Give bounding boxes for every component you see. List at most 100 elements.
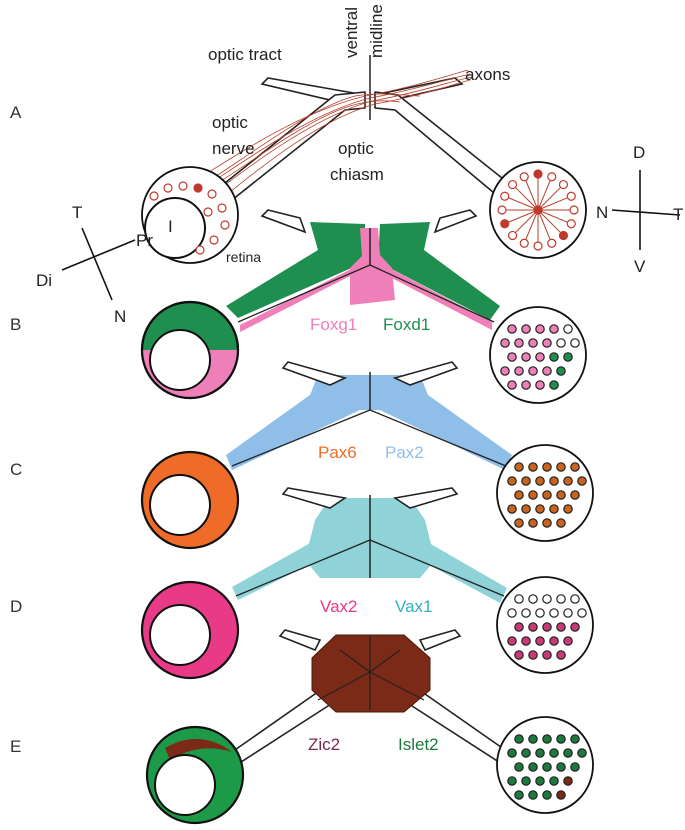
retina-dot xyxy=(548,173,556,181)
optic-tract-left-d xyxy=(283,488,345,508)
retina-dot xyxy=(536,381,544,389)
retina-dot xyxy=(501,367,509,375)
retina-dot xyxy=(543,623,551,631)
retina-dot xyxy=(501,220,509,228)
retina-dot xyxy=(543,339,551,347)
optic-tract-right-c xyxy=(395,362,457,385)
retina-dot xyxy=(543,595,551,603)
retina-dot xyxy=(564,477,572,485)
retina-dot xyxy=(557,763,565,771)
axis-pr: Pr xyxy=(136,231,153,250)
retina-dot xyxy=(557,519,565,527)
retina-dot xyxy=(557,623,565,631)
retina-dot xyxy=(508,353,516,361)
retina-dot xyxy=(543,519,551,527)
retina-dot xyxy=(529,595,537,603)
axis-i: I xyxy=(168,217,173,236)
gene-pax6: Pax6 xyxy=(318,443,357,462)
retina-dot xyxy=(557,491,565,499)
retina-dot xyxy=(557,735,565,743)
retina-dot xyxy=(550,325,558,333)
gene-pax2: Pax2 xyxy=(385,443,424,462)
lens-left-c xyxy=(150,475,210,535)
retina-dot xyxy=(550,505,558,513)
gene-vax2: Vax2 xyxy=(320,597,358,616)
retina-dot xyxy=(522,609,530,617)
retina-dot xyxy=(536,609,544,617)
retina-dot xyxy=(509,231,517,239)
retina-dot xyxy=(550,777,558,785)
zic2-region xyxy=(312,635,430,712)
retina-dot xyxy=(564,609,572,617)
gene-zic2: Zic2 xyxy=(308,735,340,754)
panel-e: E Zic2 Islet2 xyxy=(10,630,593,823)
label-ventral: ventral xyxy=(342,7,361,58)
retina-dot xyxy=(557,651,565,659)
retina-dot xyxy=(557,367,565,375)
retina-dot xyxy=(529,791,537,799)
retina-dot xyxy=(550,609,558,617)
axis-cross-left xyxy=(62,228,135,300)
optic-tract-right-b xyxy=(435,210,476,232)
retina-dot xyxy=(529,651,537,659)
retina-dot xyxy=(529,463,537,471)
retina-dot xyxy=(550,637,558,645)
retina-dot xyxy=(508,777,516,785)
retina-dot xyxy=(550,749,558,757)
retina-dot xyxy=(515,791,523,799)
retina-dot xyxy=(529,763,537,771)
lens-left-d xyxy=(150,605,210,665)
retina-dot xyxy=(522,353,530,361)
retina-dot xyxy=(567,220,575,228)
retina-dot xyxy=(557,339,565,347)
retina-dot xyxy=(515,491,523,499)
retina-dot xyxy=(522,477,530,485)
label-optic-1: optic xyxy=(212,113,248,132)
retina-dot xyxy=(557,595,565,603)
retina-dot xyxy=(501,192,509,200)
retina-dot xyxy=(498,206,506,214)
label-optic-tract: optic tract xyxy=(208,45,282,64)
retina-dot xyxy=(522,637,530,645)
retina-dot xyxy=(536,353,544,361)
label-axons: axons xyxy=(465,65,510,84)
retina-dot xyxy=(534,170,542,178)
panel-letter-d: D xyxy=(10,597,22,616)
retina-dot xyxy=(571,595,579,603)
optic-nerve-right xyxy=(375,92,512,198)
retina-dot xyxy=(567,192,575,200)
retina-dot xyxy=(529,339,537,347)
retina-dot xyxy=(536,477,544,485)
lens-left-b xyxy=(150,330,210,390)
axis-d: D xyxy=(633,143,645,162)
retina-dot xyxy=(515,339,523,347)
retina-dot xyxy=(508,505,516,513)
retina-dot xyxy=(571,463,579,471)
retina-dot xyxy=(529,491,537,499)
retina-dot xyxy=(534,242,542,250)
retina-dot xyxy=(515,623,523,631)
retina-dot xyxy=(564,777,572,785)
retina-dot xyxy=(534,206,542,214)
pax2-region xyxy=(226,375,512,470)
retina-dot xyxy=(550,381,558,389)
panel-letter-c: C xyxy=(10,460,22,479)
retina-dot xyxy=(501,339,509,347)
retina-dot xyxy=(515,367,523,375)
panel-letter-e: E xyxy=(10,737,21,756)
retina-dot xyxy=(522,505,530,513)
label-chiasm: chiasm xyxy=(330,165,384,184)
lens-left-e xyxy=(155,755,215,815)
retina-dot xyxy=(522,381,530,389)
retina-dot xyxy=(578,477,586,485)
axis-t-left: T xyxy=(72,203,82,222)
optic-tract-left-c xyxy=(283,362,345,385)
retina-dot xyxy=(508,325,516,333)
axis-v: V xyxy=(634,257,646,276)
retina-dot xyxy=(543,463,551,471)
label-midline: midline xyxy=(367,4,386,58)
retina-dot xyxy=(570,206,578,214)
retina-dot xyxy=(571,763,579,771)
retina-dot xyxy=(578,609,586,617)
panel-letter-b: B xyxy=(10,315,21,334)
